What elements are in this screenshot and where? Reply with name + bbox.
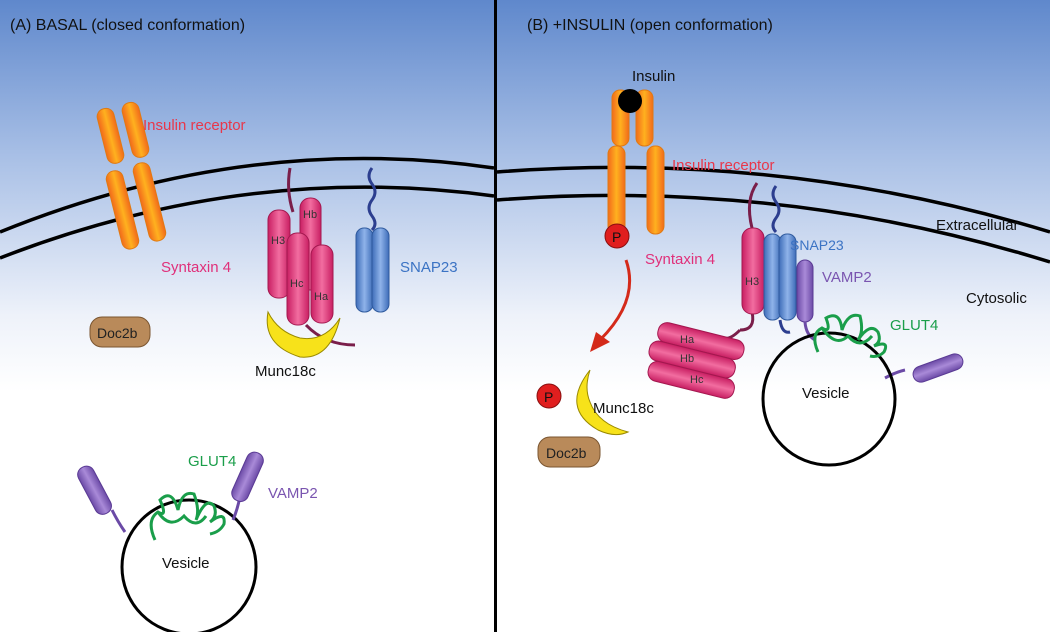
munc18c-label-b: Munc18c	[593, 400, 654, 417]
helix-hc-b	[647, 360, 735, 399]
snap23-label-b: SNAP23	[790, 237, 844, 253]
syntaxin4-closed	[267, 167, 356, 347]
syntaxin4-label-a: Syntaxin 4	[161, 259, 231, 276]
phospho-receptor	[604, 223, 630, 249]
phospho-munc18c-label: P	[544, 389, 553, 405]
panel-b-title: (B) +INSULIN (open conformation)	[527, 17, 773, 34]
helix-ha-label-a: Ha	[314, 291, 329, 303]
doc2b-label-b: Doc2b	[546, 445, 587, 461]
vesicle-b	[761, 331, 897, 467]
helix-h3-label-a: H3	[271, 235, 285, 247]
doc2b-label-a: Doc2b	[97, 325, 138, 341]
helix-hb-label-a: Hb	[303, 209, 317, 221]
membrane-outer-b	[496, 165, 1050, 234]
doc2b-a	[89, 316, 151, 348]
helix-ha-a	[310, 244, 334, 324]
helix-hc-a	[286, 232, 310, 326]
insulin-label: Insulin	[632, 68, 675, 85]
munc18c-label-a: Munc18c	[255, 363, 316, 380]
panel-a-background	[0, 0, 494, 632]
syntaxin4-open	[647, 182, 765, 399]
membrane-outer-a	[0, 156, 495, 234]
cytosolic-label: Cytosolic	[966, 290, 1027, 307]
helix-hc-label-b: Hc	[690, 374, 704, 386]
helix-hb-label-b: Hb	[680, 353, 694, 365]
syntaxin4-label-b: Syntaxin 4	[645, 251, 715, 268]
munc18c-b	[576, 369, 630, 436]
munc18c-a	[266, 310, 341, 358]
helix-h3-label-b: H3	[745, 276, 759, 288]
glut4-label-a: GLUT4	[188, 453, 236, 470]
doc2b-b	[537, 436, 601, 468]
insulin-molecule	[618, 89, 642, 113]
panel-a: (A) BASAL (closed conformation) Insulin …	[0, 17, 495, 632]
vesicle-a	[120, 498, 258, 632]
phospho-munc18c	[536, 383, 562, 409]
vamp2-label-b: VAMP2	[822, 269, 872, 286]
glut4-label-b: GLUT4	[890, 317, 938, 334]
panel-b: (B) +INSULIN (open conformation) Extrace…	[496, 17, 1050, 468]
extracellular-label: Extracellular	[936, 217, 1019, 234]
snap23-a	[355, 167, 390, 313]
insulin-receptor-label-b: Insulin receptor	[672, 157, 775, 174]
panel-a-title: (A) BASAL (closed conformation)	[10, 17, 245, 34]
vamp2-a	[77, 451, 264, 533]
activation-arrow	[598, 259, 632, 342]
phospho-receptor-label: P	[612, 229, 621, 245]
helix-h3-b	[741, 227, 765, 315]
snap23-b	[763, 185, 797, 334]
membrane-inner-a	[0, 185, 495, 260]
activation-arrowhead	[590, 332, 610, 352]
snap23-label-a: SNAP23	[400, 259, 458, 276]
insulin-receptor-label-a: Insulin receptor	[143, 117, 246, 134]
vamp2-label-a: VAMP2	[268, 485, 318, 502]
vesicle-label-a: Vesicle	[162, 555, 210, 572]
helix-ha-label-b: Ha	[680, 334, 695, 346]
vesicle-label-b: Vesicle	[802, 385, 850, 402]
insulin-receptor-a	[96, 101, 167, 250]
vamp2-b	[796, 259, 964, 383]
helix-hc-label-a: Hc	[290, 278, 304, 290]
glut4-b	[813, 313, 888, 358]
glut4-a	[149, 491, 226, 541]
